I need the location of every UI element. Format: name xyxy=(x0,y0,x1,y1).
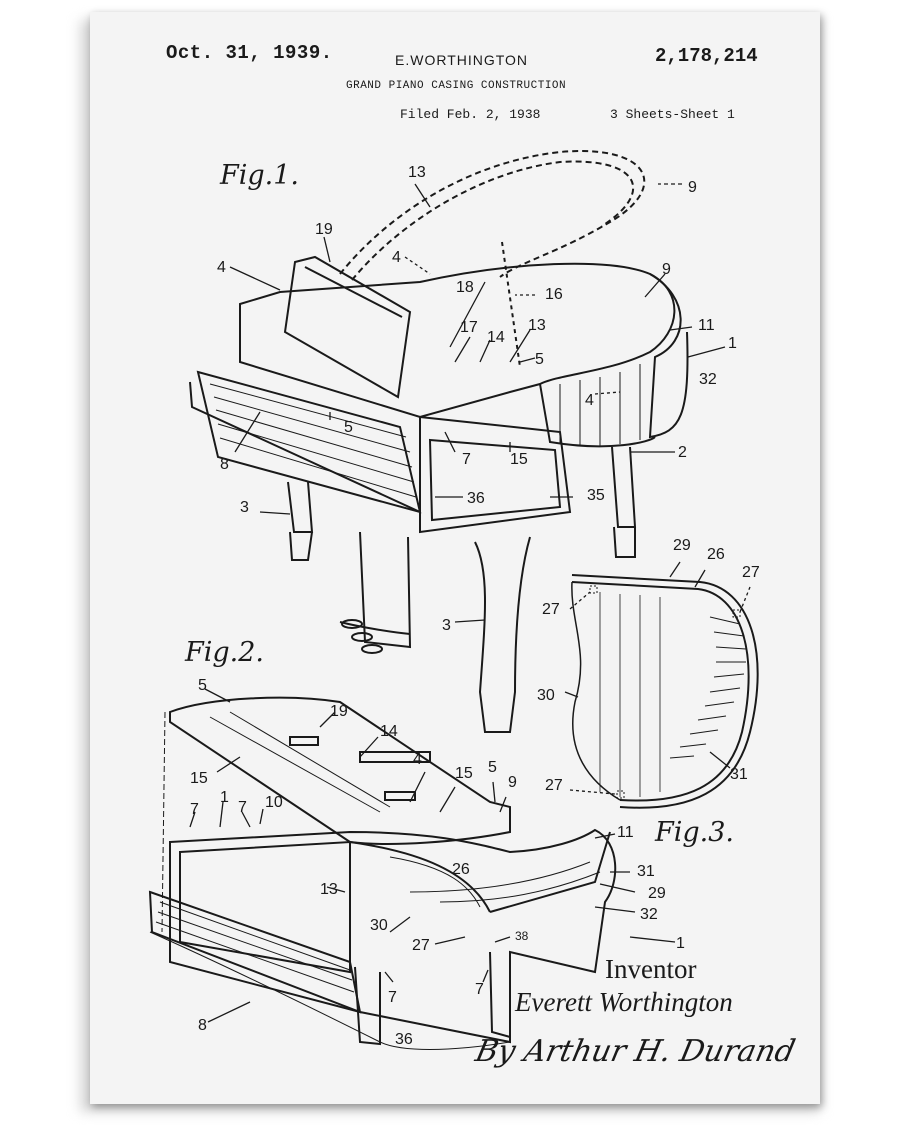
ref-5-b: 5 xyxy=(344,419,353,436)
ref-5: 5 xyxy=(535,351,544,368)
ref-13-fig2: 13 xyxy=(320,881,338,898)
ref-3-b: 3 xyxy=(442,617,451,634)
reference-numerals: 13 9 19 4 4 18 16 9 14 17 13 11 1 5 32 4… xyxy=(190,164,760,1048)
ref-7-fig2-c: 7 xyxy=(388,989,397,1006)
ref-13: 13 xyxy=(528,317,546,334)
ref-31-fig2: 31 xyxy=(637,863,655,880)
ref-32: 32 xyxy=(699,371,717,388)
ref-7: 7 xyxy=(462,451,471,468)
fig1-piano-drawing xyxy=(189,150,689,733)
ref-27-fig2: 27 xyxy=(412,937,430,954)
ref-19: 19 xyxy=(315,221,333,238)
ref-32-fig2: 32 xyxy=(640,906,658,923)
ref-9-lid: 9 xyxy=(688,179,697,196)
ref-14-fig2: 14 xyxy=(380,723,398,740)
ref-15-fig2-a: 15 xyxy=(190,770,208,787)
ref-1-fig2-a: 1 xyxy=(220,789,229,806)
attorney-signature: By Arthur H. Durand xyxy=(472,1034,799,1069)
ref-13-lid: 13 xyxy=(408,164,426,181)
ref-29-fig3: 29 xyxy=(673,537,691,554)
patent-date: Oct. 31, 1939. xyxy=(166,42,333,64)
ref-4-b: 4 xyxy=(392,249,401,266)
ref-8-fig1: 8 xyxy=(220,456,229,473)
ref-5-fig2: 5 xyxy=(198,677,207,694)
patent-title: GRAND PIANO CASING CONSTRUCTION xyxy=(346,80,567,92)
ref-15-fig2-b: 15 xyxy=(455,765,473,782)
ref-5-fig2-b: 5 xyxy=(488,759,497,776)
fig1-label: Fig.1. xyxy=(220,160,299,191)
ref-2: 2 xyxy=(678,444,687,461)
fig2-casing-drawing xyxy=(148,696,617,1050)
ref-8-fig2: 8 xyxy=(198,1017,207,1034)
ref-30-fig2: 30 xyxy=(370,917,388,934)
ref-11: 11 xyxy=(698,317,715,334)
fig3-rim-drawing xyxy=(571,574,759,809)
fig2-label: Fig.2. xyxy=(185,637,264,668)
ref-9-fig2: 9 xyxy=(508,774,517,791)
patent-drawings: 13 9 19 4 4 18 16 9 14 17 13 11 1 5 32 4… xyxy=(148,150,760,1050)
ref-36-fig1: 36 xyxy=(467,490,485,507)
ref-35: 35 xyxy=(587,487,605,504)
leader-lines xyxy=(189,183,751,1023)
ref-17: 17 xyxy=(460,319,478,336)
inventor-full-name: Everett Worthington xyxy=(515,987,733,1017)
ref-10: 10 xyxy=(265,794,283,811)
ref-9: 9 xyxy=(662,261,671,278)
ref-4-a: 4 xyxy=(217,259,226,276)
ref-30-fig3: 30 xyxy=(537,687,555,704)
ref-4-c: 4 xyxy=(585,392,594,409)
ref-7-fig2-d: 7 xyxy=(475,981,484,998)
ref-7-fig2-b: 7 xyxy=(238,799,247,816)
ref-26-fig2: 26 xyxy=(452,861,470,878)
ref-27-a: 27 xyxy=(742,564,760,581)
ref-38: 38 xyxy=(515,929,529,943)
patent-number: 2,178,214 xyxy=(655,45,758,67)
ref-19-fig2: 19 xyxy=(330,703,348,720)
ref-3-a: 3 xyxy=(240,499,249,516)
inventor-name-header: E.WORTHINGTON xyxy=(395,52,529,68)
ref-1-fig2-b: 1 xyxy=(676,935,685,952)
sheet-count: 3 Sheets-Sheet 1 xyxy=(610,107,735,122)
ref-18: 18 xyxy=(456,279,474,296)
filed-date: Filed Feb. 2, 1938 xyxy=(400,107,541,122)
ref-14: 14 xyxy=(487,329,505,346)
patent-sheet: Oct. 31, 1939. E.WORTHINGTON 2,178,214 G… xyxy=(90,12,820,1104)
ref-16: 16 xyxy=(545,286,563,303)
ref-29-fig2: 29 xyxy=(648,885,666,902)
ref-27-c: 27 xyxy=(545,777,563,794)
ref-1-fig1: 1 xyxy=(728,335,737,352)
ref-36-fig2: 36 xyxy=(395,1031,413,1048)
ref-15: 15 xyxy=(510,451,528,468)
ref-7-fig2-a: 7 xyxy=(190,801,199,818)
ref-27-b: 27 xyxy=(542,601,560,618)
ref-11-fig2: 11 xyxy=(617,824,634,841)
ref-4-fig2: 4 xyxy=(413,751,422,768)
fig3-label: Fig.3. xyxy=(655,817,734,848)
ref-31-fig3: 31 xyxy=(730,766,748,783)
ref-26-fig3: 26 xyxy=(707,546,725,563)
inventor-label: Inventor xyxy=(605,954,697,984)
